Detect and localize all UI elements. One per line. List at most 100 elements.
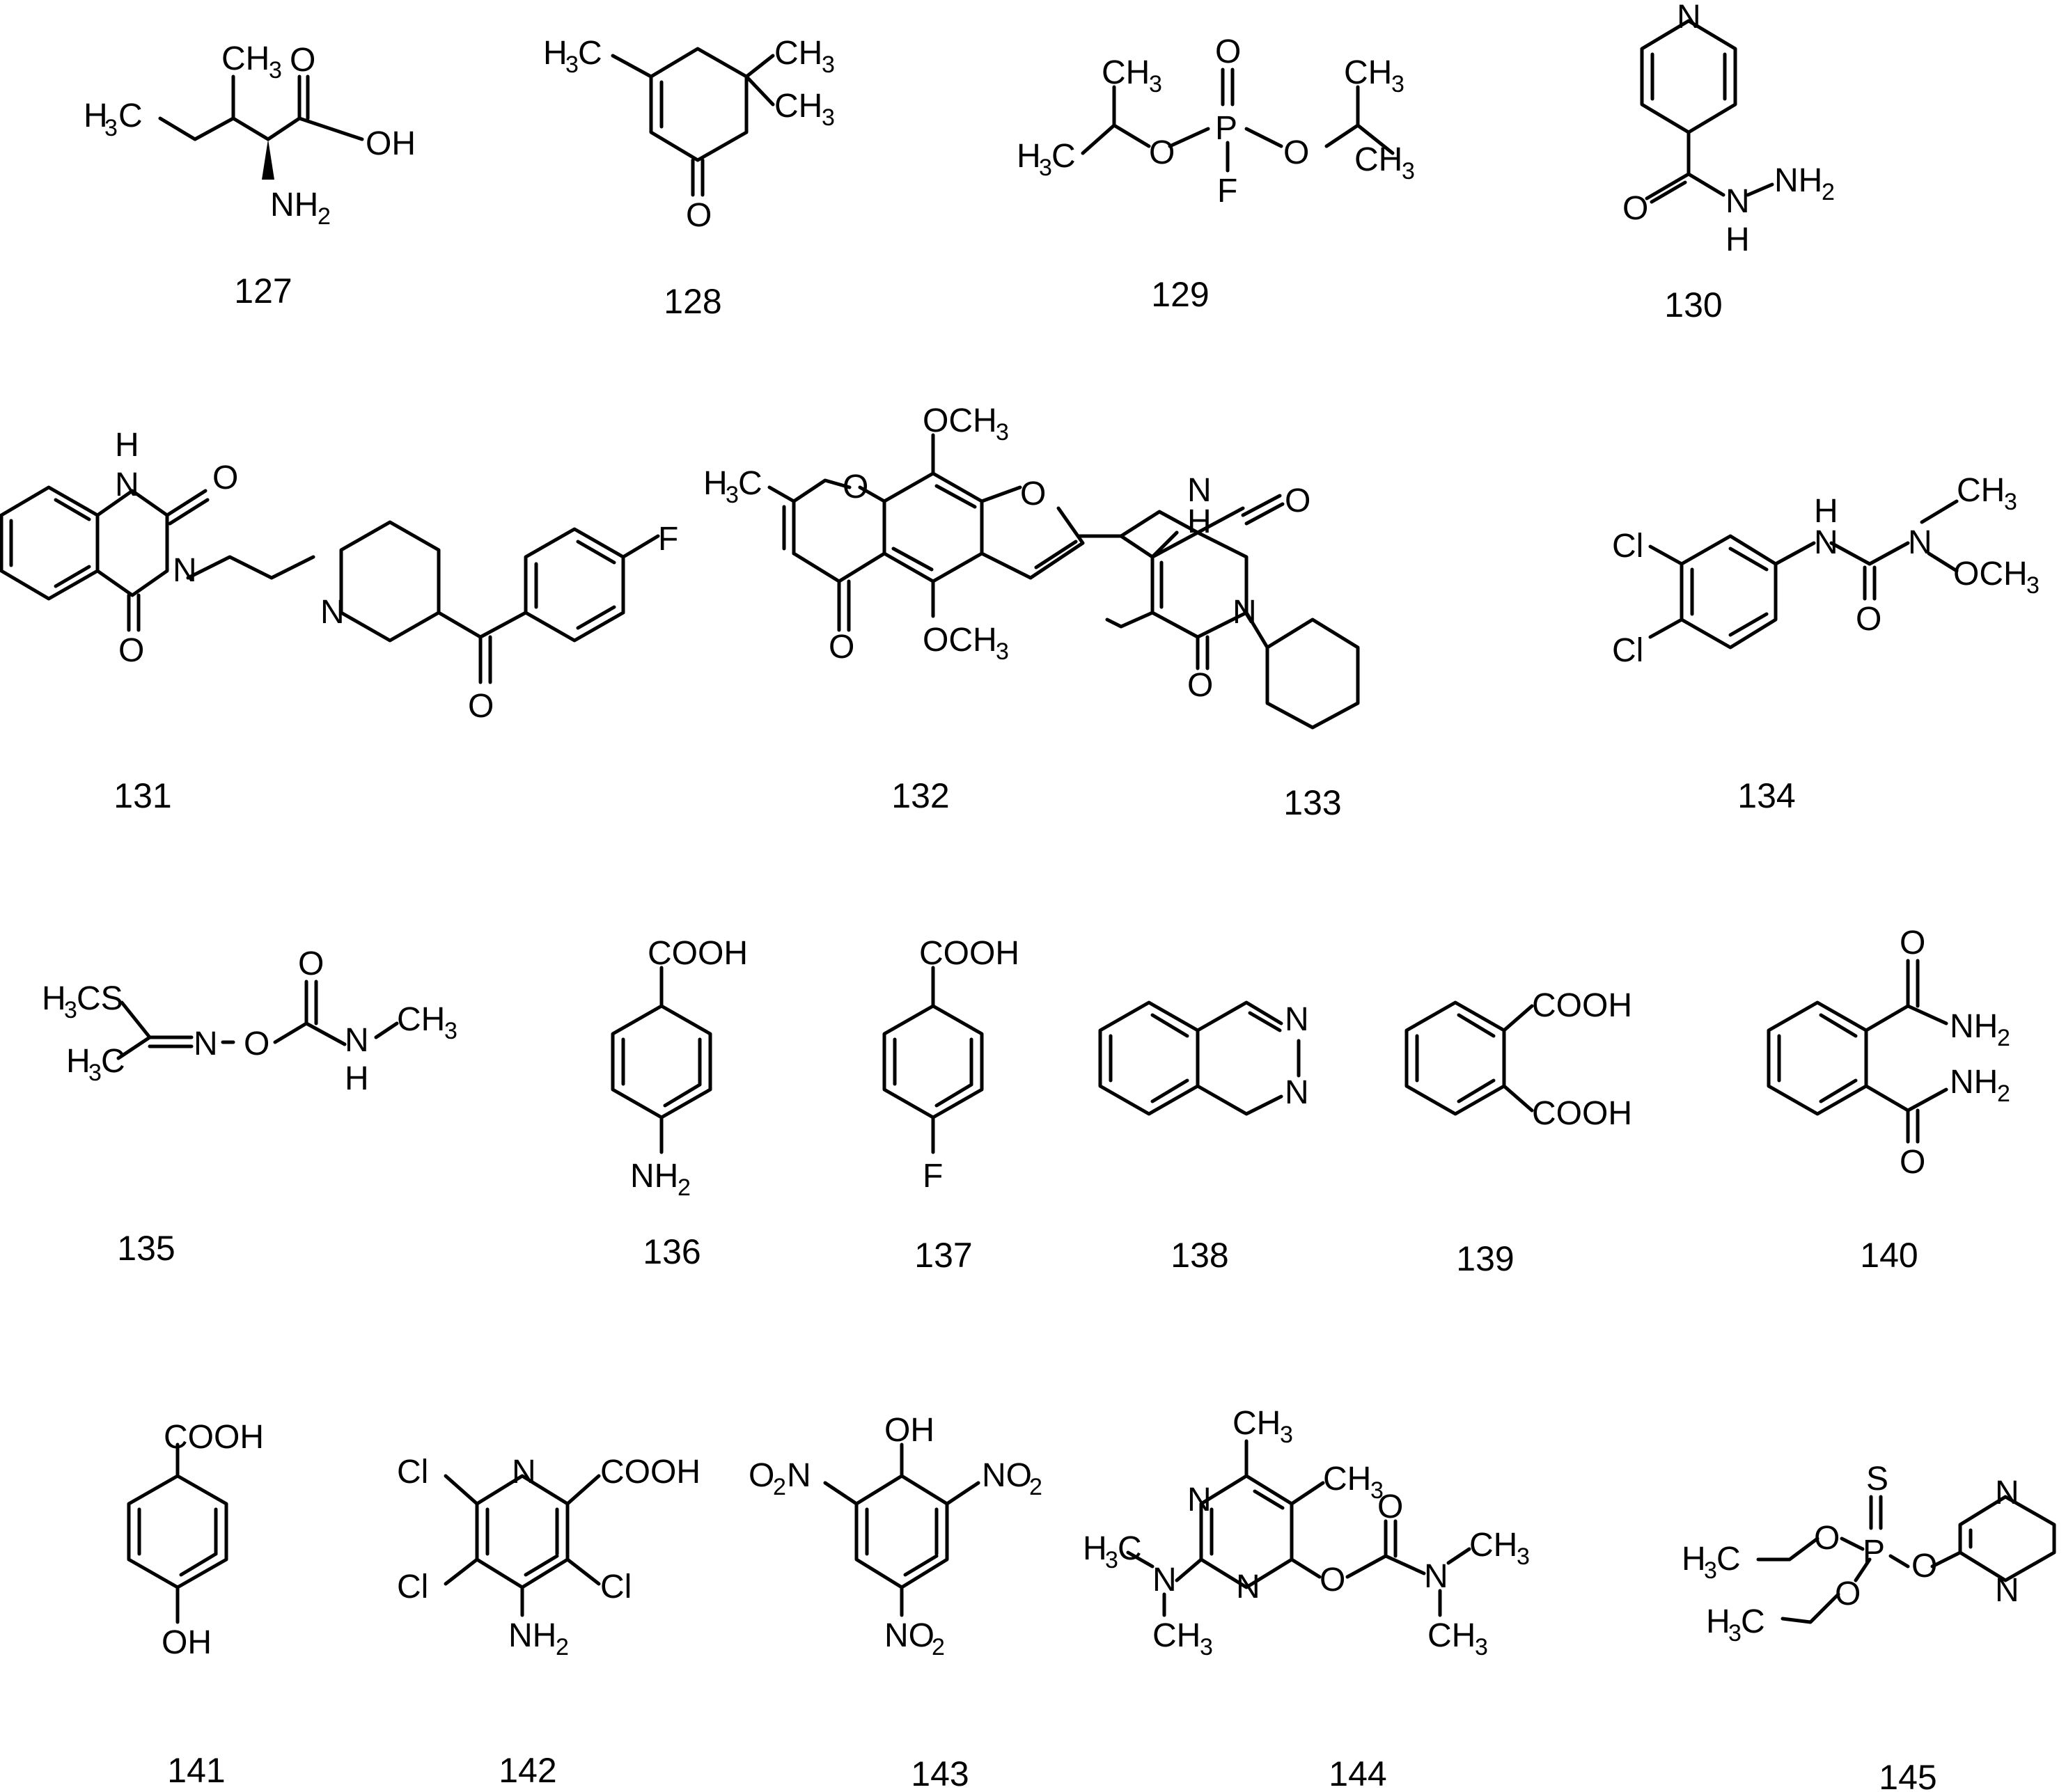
caption-127: 127 <box>234 272 292 311</box>
svg-text:O: O <box>1149 134 1175 171</box>
svg-text:3: 3 <box>565 52 579 78</box>
caption-142: 142 <box>499 1751 556 1790</box>
svg-text:N: N <box>1677 0 1701 36</box>
svg-text:COOH: COOH <box>1532 1095 1632 1132</box>
svg-text:H: H <box>42 980 66 1017</box>
caption-129: 129 <box>1151 275 1209 314</box>
svg-text:3: 3 <box>1391 71 1404 97</box>
structure-133: N H O N O <box>1077 472 1360 730</box>
svg-text:O: O <box>290 42 315 79</box>
svg-text:NO: NO <box>982 1457 1032 1494</box>
svg-text:2: 2 <box>1822 179 1835 205</box>
svg-text:O: O <box>212 459 238 496</box>
svg-text:O: O <box>468 688 494 725</box>
svg-text:H: H <box>703 465 728 502</box>
svg-text:O: O <box>1020 475 1046 512</box>
svg-text:2: 2 <box>1997 1080 2010 1107</box>
structure-142: N Cl Cl Cl COOH NH2 <box>397 1454 701 1660</box>
svg-text:C: C <box>1741 1603 1765 1640</box>
svg-text:H: H <box>84 97 108 134</box>
caption-139: 139 <box>1456 1239 1514 1278</box>
svg-text:H: H <box>66 1043 91 1080</box>
svg-text:O: O <box>1187 667 1213 704</box>
svg-text:NH: NH <box>630 1158 678 1195</box>
svg-text:N: N <box>345 1022 369 1059</box>
svg-text:3: 3 <box>822 104 835 131</box>
svg-text:N: N <box>1725 183 1750 220</box>
caption-143: 143 <box>911 1754 969 1792</box>
svg-text:H: H <box>345 1060 369 1097</box>
svg-text:CH: CH <box>1232 1405 1281 1442</box>
svg-text:CH: CH <box>221 40 269 77</box>
svg-text:H: H <box>1187 503 1212 540</box>
svg-text:O: O <box>1215 33 1241 70</box>
svg-text:3: 3 <box>1475 1634 1488 1660</box>
structure-130: N O N H NH2 <box>1622 0 1835 258</box>
caption-145: 145 <box>1879 1758 1936 1792</box>
svg-text:O: O <box>1835 1575 1861 1612</box>
svg-text:F: F <box>658 521 678 558</box>
svg-text:N: N <box>194 1025 218 1062</box>
caption-141: 141 <box>167 1751 225 1790</box>
svg-text:Cl: Cl <box>1612 528 1643 565</box>
svg-text:H: H <box>1017 138 1041 175</box>
svg-text:N: N <box>787 1457 811 1494</box>
svg-text:F: F <box>923 1158 943 1195</box>
svg-text:P: P <box>1215 110 1237 147</box>
svg-text:3: 3 <box>726 482 739 508</box>
caption-144: 144 <box>1329 1754 1386 1792</box>
svg-text:3: 3 <box>1704 1557 1717 1584</box>
svg-text:O: O <box>1283 134 1309 171</box>
svg-text:N: N <box>1285 1074 1309 1111</box>
svg-text:C: C <box>1716 1541 1741 1578</box>
svg-text:N: N <box>1908 524 1932 561</box>
svg-text:C: C <box>101 1043 125 1080</box>
svg-text:OCH: OCH <box>923 622 997 659</box>
svg-text:CH: CH <box>1354 141 1402 178</box>
svg-text:NH: NH <box>508 1617 556 1654</box>
svg-text:N: N <box>1232 594 1257 631</box>
svg-text:NH: NH <box>1950 1008 1998 1045</box>
svg-text:CH: CH <box>1344 54 1392 91</box>
svg-text:OCH: OCH <box>923 402 997 439</box>
svg-text:O: O <box>1856 601 1881 638</box>
caption-134: 134 <box>1737 776 1795 815</box>
svg-text:C: C <box>1118 1530 1142 1567</box>
svg-text:Cl: Cl <box>397 1569 428 1605</box>
svg-text:CH: CH <box>1323 1461 1371 1498</box>
svg-text:3: 3 <box>1200 1634 1213 1660</box>
svg-text:O: O <box>749 1457 774 1494</box>
caption-131: 131 <box>114 776 171 815</box>
svg-text:3: 3 <box>1039 155 1052 181</box>
svg-text:S: S <box>1866 1461 1888 1498</box>
svg-text:N: N <box>1424 1558 1448 1595</box>
svg-text:H: H <box>115 427 139 464</box>
svg-text:O: O <box>1900 925 1925 961</box>
svg-text:2: 2 <box>678 1174 691 1201</box>
svg-text:O: O <box>1911 1548 1937 1585</box>
svg-text:2: 2 <box>773 1474 786 1500</box>
svg-text:NO: NO <box>884 1617 934 1654</box>
svg-text:O: O <box>1622 190 1648 227</box>
svg-text:O: O <box>686 197 712 234</box>
svg-text:H: H <box>1706 1603 1730 1640</box>
svg-text:H: H <box>543 35 568 72</box>
svg-text:CH: CH <box>397 1001 445 1038</box>
svg-text:OH: OH <box>366 125 416 162</box>
svg-text:3: 3 <box>1149 71 1162 97</box>
svg-text:COOH: COOH <box>164 1419 264 1456</box>
svg-text:3: 3 <box>996 419 1009 446</box>
structure-140: O NH2 NH2 O <box>1767 925 2010 1181</box>
svg-text:2: 2 <box>932 1634 945 1660</box>
caption-138: 138 <box>1171 1236 1228 1275</box>
svg-text:3: 3 <box>1728 1620 1742 1646</box>
svg-text:O: O <box>829 629 854 666</box>
svg-text:O: O <box>1814 1520 1840 1557</box>
svg-text:O: O <box>298 945 324 982</box>
